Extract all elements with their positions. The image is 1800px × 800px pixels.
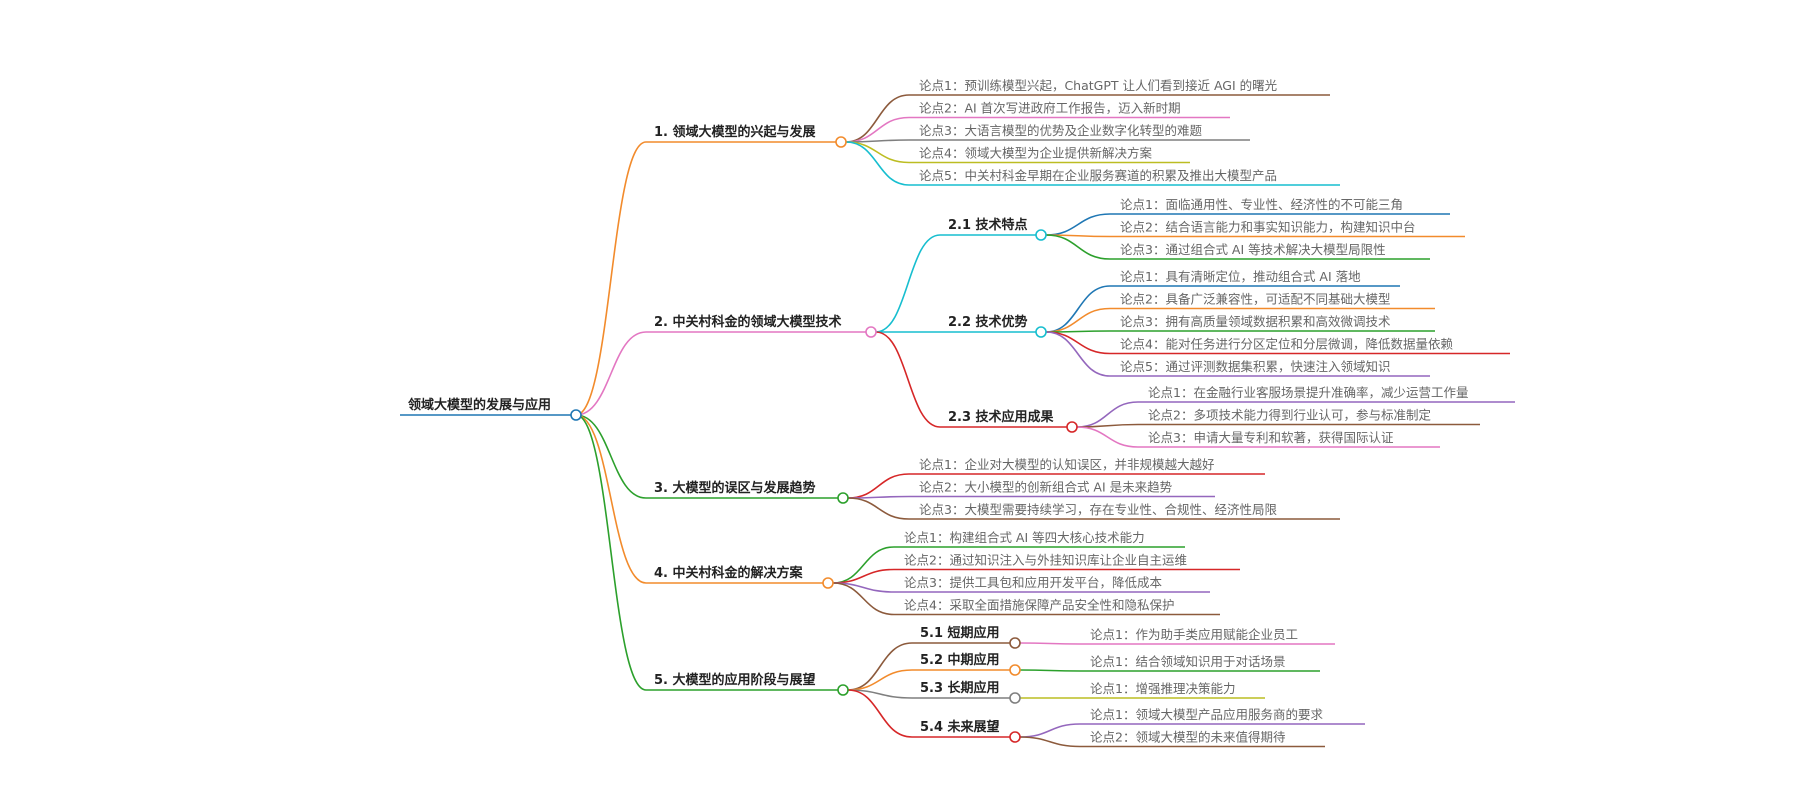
leaf-point: 论点2：领域大模型的未来值得期待 — [1090, 730, 1286, 745]
leaf-connector — [1045, 307, 1111, 333]
subtopic[interactable]: 2.1 技术特点 — [948, 217, 1028, 233]
branch-collapse-node[interactable] — [835, 136, 847, 148]
leaf-point: 论点4：能对任务进行分区定位和分层微调，降低数据量依赖 — [1120, 337, 1453, 352]
leaf-point: 论点5：中关村科金早期在企业服务赛道的积累及推出大模型产品 — [919, 168, 1277, 183]
leaf-point: 论点1：预训练模型兴起，ChatGPT 让人们看到接近 AGI 的曙光 — [919, 78, 1277, 93]
leaf-point: 论点1：增强推理决策能力 — [1090, 681, 1235, 696]
leaf-connector — [1045, 213, 1111, 236]
subtopic-collapse-node[interactable] — [1009, 637, 1021, 649]
subtopic-collapse-node[interactable] — [1009, 731, 1021, 743]
leaf-connector — [845, 141, 910, 164]
root-topic[interactable]: 领域大模型的发展与应用 — [408, 397, 551, 413]
leaf-point: 论点1：具有清晰定位，推动组合式 AI 落地 — [1120, 269, 1361, 284]
leaf-connector — [1019, 723, 1081, 738]
branch-connector — [575, 141, 647, 416]
branch-topic[interactable]: 4. 中关村科金的解决方案 — [654, 565, 804, 581]
leaf-point: 论点2：结合语言能力和事实知识能力，构建知识中台 — [1120, 220, 1415, 235]
branch-connector — [575, 414, 647, 499]
subtopic[interactable]: 2.3 技术应用成果 — [948, 409, 1054, 425]
leaf-connector — [845, 94, 910, 143]
subtopic[interactable]: 2.2 技术优势 — [948, 314, 1028, 330]
subbranch-connector — [847, 642, 913, 691]
leaf-point: 论点4：采取全面措施保障产品安全性和隐私保护 — [904, 598, 1174, 613]
leaf-point: 论点2：多项技术能力得到行业认可，参与标准制定 — [1148, 408, 1431, 423]
leaf-point: 论点3：通过组合式 AI 等技术解决大模型局限性 — [1120, 242, 1386, 257]
branch-collapse-node[interactable] — [865, 326, 877, 338]
leaf-connector — [832, 546, 895, 584]
leaf-connector — [845, 116, 910, 143]
subtopic-collapse-node[interactable] — [1009, 664, 1021, 676]
subtopic[interactable]: 5.2 中期应用 — [920, 652, 1000, 668]
leaf-point: 论点2：具备广泛兼容性，可适配不同基础大模型 — [1120, 292, 1390, 307]
branch-topic[interactable]: 1. 领域大模型的兴起与发展 — [654, 124, 817, 140]
leaf-point: 论点3：提供工具包和应用开发平台，降低成本 — [904, 575, 1162, 590]
leaf-connector — [1045, 331, 1111, 377]
leaf-connector — [1045, 285, 1111, 333]
subtopic[interactable]: 5.1 短期应用 — [920, 625, 1000, 641]
leaf-point: 论点1：作为助手类应用赋能企业员工 — [1090, 627, 1298, 642]
branch-topic[interactable]: 3. 大模型的误区与发展趋势 — [654, 480, 816, 496]
leaf-connector — [1019, 736, 1081, 748]
branch-collapse-node[interactable] — [822, 577, 834, 589]
leaf-point: 论点3：拥有高质量领域数据积累和高效微调技术 — [1120, 314, 1391, 329]
leaf-point: 论点2：通过知识注入与外挂知识库让企业自主运维 — [904, 553, 1187, 568]
subbranch-connector — [875, 234, 941, 333]
subtopic-collapse-node[interactable] — [1035, 326, 1047, 338]
leaf-point: 论点4：领域大模型为企业提供新解决方案 — [919, 146, 1152, 161]
leaf-point: 论点2：大小模型的创新组合式 AI 是未来趋势 — [919, 480, 1173, 495]
leaf-point: 论点1：构建组合式 AI 等四大核心技术能力 — [904, 530, 1145, 545]
subtopic-collapse-node[interactable] — [1066, 421, 1078, 433]
subbranch-connector — [847, 689, 913, 738]
leaf-point: 论点1：结合领域知识用于对话场景 — [1090, 654, 1285, 669]
root-collapse-node[interactable] — [570, 409, 582, 421]
leaf-connector — [1045, 234, 1111, 260]
leaf-point: 论点3：大模型需要持续学习，存在专业性、合规性、经济性局限 — [919, 502, 1277, 517]
branch-collapse-node[interactable] — [837, 684, 849, 696]
leaf-point: 论点3：大语言模型的优势及企业数字化转型的难题 — [919, 123, 1202, 138]
subbranch-connector — [847, 689, 913, 699]
leaf-connector — [832, 582, 895, 616]
leaf-connector — [1076, 401, 1139, 428]
leaf-connector — [1045, 331, 1111, 355]
subtopic[interactable]: 5.4 未来展望 — [920, 719, 1000, 735]
subtopic[interactable]: 5.3 长期应用 — [920, 680, 1000, 696]
leaf-connector — [847, 473, 910, 499]
branch-collapse-node[interactable] — [837, 492, 849, 504]
subtopic-collapse-node[interactable] — [1035, 229, 1047, 241]
subbranch-connector — [875, 331, 941, 428]
leaf-connector — [845, 141, 910, 186]
leaf-point: 论点3：申请大量专利和软著，获得国际认证 — [1148, 430, 1394, 445]
leaf-point: 论点1：企业对大模型的认知误区，并非规模越大越好 — [919, 457, 1214, 472]
leaf-point: 论点1：面临通用性、专业性、经济性的不可能三角 — [1120, 197, 1403, 212]
subbranch-connector — [847, 669, 913, 691]
branch-topic[interactable]: 2. 中关村科金的领域大模型技术 — [654, 314, 842, 330]
leaf-connector — [1019, 669, 1081, 672]
leaf-connector — [1019, 642, 1081, 645]
leaf-point: 论点2：AI 首次写进政府工作报告，迈入新时期 — [919, 101, 1181, 116]
leaf-connector — [847, 497, 910, 520]
leaf-connector — [1076, 426, 1139, 448]
subtopic-collapse-node[interactable] — [1009, 692, 1021, 704]
branch-connector — [575, 414, 647, 691]
branch-connector — [575, 331, 647, 416]
branch-topic[interactable]: 5. 大模型的应用阶段与展望 — [654, 672, 816, 688]
leaf-point: 论点1：在金融行业客服场景提升准确率，减少运营工作量 — [1148, 385, 1468, 400]
leaf-point: 论点5：通过评测数据集积累，快速注入领域知识 — [1120, 359, 1390, 374]
leaf-point: 论点1：领域大模型产品应用服务商的要求 — [1090, 707, 1323, 722]
branch-connector — [575, 414, 647, 584]
